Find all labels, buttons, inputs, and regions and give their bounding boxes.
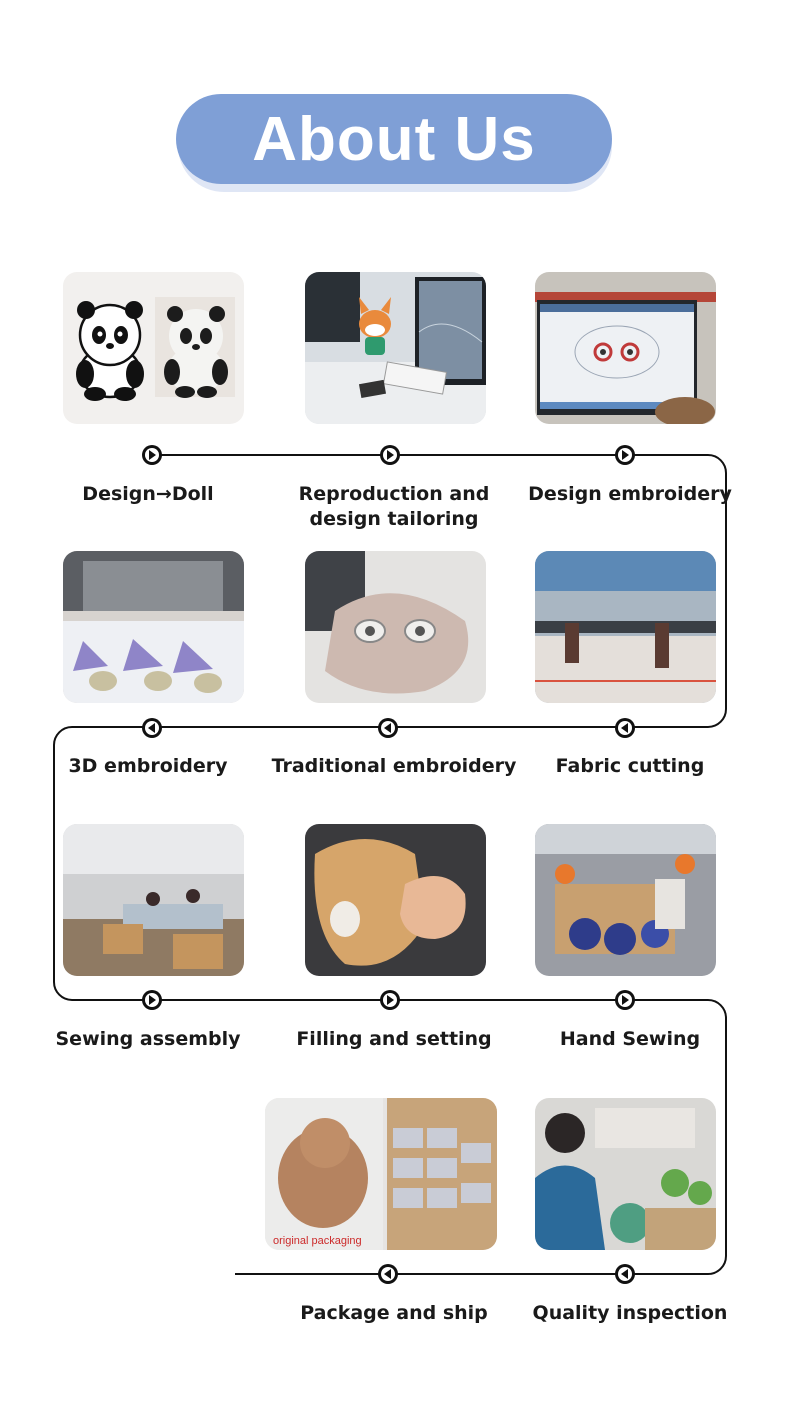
step-label-quality-inspection: Quality inspection [532, 1302, 728, 1324]
step-label-reproduction: Reproduction and design tailoring [298, 483, 490, 530]
page-title: About Us [252, 104, 536, 174]
step-label-design-doll: Design→Doll [82, 483, 214, 505]
photo-hand-sewing [535, 824, 716, 976]
photo-reproduction [305, 272, 486, 424]
step-label-3d-embroidery: 3D embroidery [68, 755, 228, 777]
step-label-design-embroidery: Design embroidery [528, 483, 732, 505]
photo-fabric-cutting [535, 551, 716, 703]
flow-arrow-right-icon [142, 990, 635, 1010]
photo-sewing-assembly [63, 824, 244, 976]
photo-package-ship: original packaging [265, 1098, 497, 1250]
step-label-sewing-assembly: Sewing assembly [55, 1028, 241, 1050]
photo-traditional-embroidery [305, 551, 486, 703]
step-label-hand-sewing: Hand Sewing [559, 1028, 701, 1050]
photo-filling-setting [305, 824, 486, 976]
photo-3d-embroidery [63, 551, 244, 703]
title-banner: About Us [176, 94, 612, 184]
step-label-filling-setting: Filling and setting [296, 1028, 492, 1050]
photo-quality-inspection [535, 1098, 716, 1250]
step-label-fabric-cutting: Fabric cutting [555, 755, 705, 777]
flow-arrow-left-icon [142, 718, 635, 738]
flow-arrow-right-icon [142, 445, 635, 465]
photo-design-embroidery [535, 272, 716, 424]
step-label-package-ship: Package and ship [300, 1302, 488, 1324]
photo-design-doll [63, 272, 244, 424]
packaging-caption: original packaging [273, 1235, 362, 1247]
step-label-traditional-embroidery: Traditional embroidery [271, 755, 517, 777]
flow-arrow-left-icon [378, 1264, 635, 1284]
